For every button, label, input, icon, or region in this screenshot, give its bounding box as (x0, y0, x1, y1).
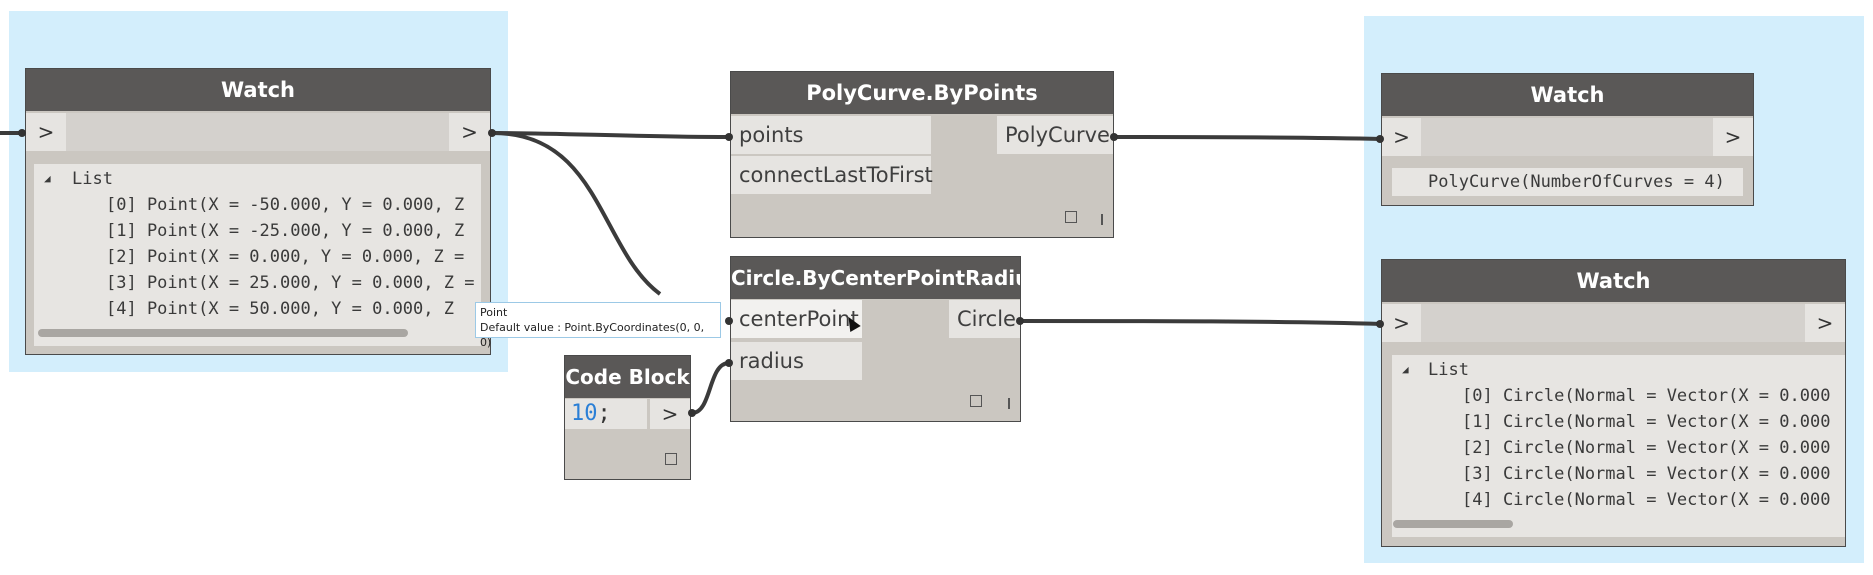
input-port-dot[interactable] (18, 129, 26, 137)
list-label: List (72, 169, 113, 189)
lacing-indicator-icon (1101, 214, 1103, 225)
list-item: [3] Point(X = 25.000, Y = 0.000, Z = (106, 273, 475, 293)
input-port-dot[interactable] (725, 133, 733, 141)
list-item: [3] Circle(Normal = Vector(X = 0.000 (1462, 464, 1831, 484)
watch-port-bar (1421, 118, 1713, 156)
watch-value: PolyCurve(NumberOfCurves = 4) (1428, 172, 1725, 192)
watch-node-left[interactable]: Watch > > ◢ List [0] Point(X = -50.000, … (25, 68, 491, 355)
watch-preview: ◢ List [0] Circle(Normal = Vector(X = 0.… (1392, 355, 1845, 537)
watch-input-port[interactable]: > (1382, 118, 1421, 156)
output-port-dot[interactable] (488, 129, 496, 137)
input-port-dot[interactable] (725, 317, 733, 325)
watch-port-bar (1421, 304, 1805, 342)
collapse-triangle-icon[interactable]: ◢ (1402, 363, 1409, 376)
input-port-dot[interactable] (725, 359, 733, 367)
node-title: Code Block (565, 356, 690, 398)
code-output-port[interactable]: > (650, 399, 690, 429)
watch-preview: ◢ List [0] Point(X = -50.000, Y = 0.000,… (34, 164, 481, 346)
input-port-dot[interactable] (1376, 320, 1384, 328)
preview-toggle-icon[interactable] (1065, 211, 1077, 223)
watch-input-port[interactable]: > (1382, 304, 1421, 342)
code-block-node[interactable]: Code Block 10; > (564, 355, 691, 480)
polycurve-bypoints-node[interactable]: PolyCurve.ByPoints points connectLastToF… (730, 71, 1114, 238)
output-port-circle[interactable]: Circle (949, 300, 1020, 338)
list-item: [0] Point(X = -50.000, Y = 0.000, Z (106, 195, 465, 215)
list-item: [0] Circle(Normal = Vector(X = 0.000 (1462, 386, 1831, 406)
list-item: [1] Point(X = -25.000, Y = 0.000, Z (106, 221, 465, 241)
node-title: Circle.ByCenterPointRadius (731, 257, 1020, 299)
tooltip-default-value: Default value : Point.ByCoordinates(0, 0… (480, 321, 705, 349)
input-port-points[interactable]: points (731, 116, 931, 154)
output-port-polycurve[interactable]: PolyCurve (997, 116, 1113, 154)
horizontal-scrollbar[interactable] (38, 329, 408, 337)
wire-polycurve-to-watch (1112, 135, 1383, 141)
output-port-dot[interactable] (688, 409, 696, 417)
watch-output-port[interactable]: > (1805, 304, 1845, 342)
watch-port-bar (66, 113, 449, 151)
code-semicolon: ; (597, 401, 611, 426)
list-item: [2] Point(X = 0.000, Y = 0.000, Z = (106, 247, 465, 267)
list-item: [2] Circle(Normal = Vector(X = 0.000 (1462, 438, 1831, 458)
node-title: Watch (26, 69, 490, 111)
wire-watch-to-centerpoint (492, 131, 662, 296)
watch-node-bottom-right[interactable]: Watch > > ◢ List [0] Circle(Normal = Vec… (1381, 259, 1846, 547)
lacing-indicator-icon (1008, 398, 1010, 409)
list-label: List (1428, 360, 1469, 380)
node-title: Watch (1382, 74, 1753, 116)
input-port-radius[interactable]: radius (731, 342, 862, 380)
node-title: PolyCurve.ByPoints (731, 72, 1113, 114)
preview-toggle-icon[interactable] (665, 453, 677, 465)
watch-output-port[interactable]: > (449, 113, 490, 151)
horizontal-scrollbar[interactable] (1393, 520, 1513, 528)
port-tooltip: Point Default value : Point.ByCoordinate… (475, 302, 721, 349)
watch-node-top-right[interactable]: Watch > > PolyCurve(NumberOfCurves = 4) (1381, 73, 1754, 206)
list-item: [4] Circle(Normal = Vector(X = 0.000 (1462, 490, 1831, 510)
wire-watch-to-points (492, 131, 730, 139)
code-editor[interactable]: 10; (565, 399, 647, 429)
wire-code-to-radius (691, 361, 730, 415)
input-port-centerpoint[interactable]: centerPoint (731, 300, 862, 338)
input-port-connectlasttofirst[interactable]: connectLastToFirst (731, 156, 933, 194)
collapse-triangle-icon[interactable]: ◢ (44, 172, 51, 185)
circle-bycenterpointradius-node[interactable]: Circle.ByCenterPointRadius centerPoint r… (730, 256, 1021, 422)
watch-input-port[interactable]: > (26, 113, 66, 151)
node-title: Watch (1382, 260, 1845, 302)
input-port-dot[interactable] (1376, 135, 1384, 143)
output-port-dot[interactable] (1110, 133, 1118, 141)
watch-output-port[interactable]: > (1713, 118, 1753, 156)
list-item: [4] Point(X = 50.000, Y = 0.000, Z (106, 299, 454, 319)
preview-toggle-icon[interactable] (970, 395, 982, 407)
tooltip-type: Point (480, 306, 508, 319)
code-number: 10 (571, 401, 598, 426)
output-port-dot[interactable] (1016, 317, 1024, 325)
watch-preview: PolyCurve(NumberOfCurves = 4) (1392, 168, 1743, 196)
wire-circle-to-watch (1019, 319, 1383, 326)
list-item: [1] Circle(Normal = Vector(X = 0.000 (1462, 412, 1831, 432)
